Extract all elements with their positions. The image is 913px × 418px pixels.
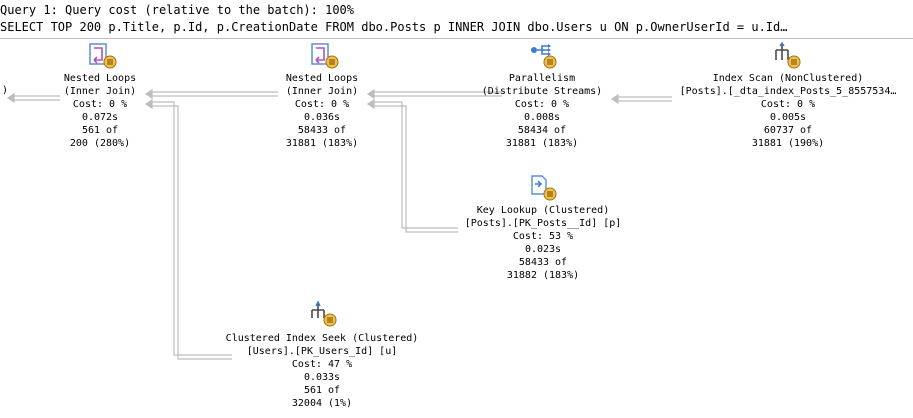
node-estimated-rows: 32004 (1%) — [291, 398, 353, 409]
plan-node-parallelism[interactable]: Parallelism (Distribute Streams) Cost: 0… — [472, 42, 612, 150]
node-cost: Cost: 0 % — [72, 99, 128, 110]
node-subtitle: [Posts].[_dta_index_Posts_5_8557534… — [679, 86, 897, 97]
node-time: 0.072s — [81, 112, 119, 123]
node-cost: Cost: 53 % — [512, 231, 574, 242]
clustered-index-seek-icon — [311, 300, 337, 327]
plan-node-nested-loops-2[interactable]: Nested Loops (Inner Join) Cost: 0 % 0.03… — [262, 42, 382, 150]
plan-node-clustered-index-seek[interactable]: Clustered Index Seek (Clustered) [Users]… — [212, 300, 432, 410]
node-name: Index Scan (NonClustered) — [712, 73, 864, 84]
node-actual-rows: 58433 of — [518, 257, 568, 268]
node-actual-rows: 58433 of — [297, 125, 347, 136]
node-time: 0.008s — [523, 112, 561, 123]
arrow-seek-to-nested-loops-1 — [144, 98, 232, 360]
node-name: Nested Loops — [285, 73, 359, 84]
query-cost-line: Query 1: Query cost (relative to the bat… — [0, 3, 355, 17]
arrow-parallelism-to-nested-loops-2 — [366, 88, 502, 100]
node-cost: Cost: 0 % — [294, 99, 350, 110]
parallelism-icon — [531, 44, 557, 69]
node-time: 0.033s — [303, 372, 341, 383]
arrow-index-scan-to-parallelism — [610, 93, 672, 105]
node-cost: Cost: 0 % — [514, 99, 570, 110]
node-cost: Cost: 0 % — [760, 99, 816, 110]
node-subtitle: [Users].[PK_Users_Id] [u] — [246, 346, 398, 357]
node-estimated-rows: 200 (280%) — [69, 138, 131, 149]
node-time: 0.023s — [524, 244, 562, 255]
plan-node-key-lookup[interactable]: Key Lookup (Clustered) [Posts].[PK_Posts… — [448, 174, 638, 282]
index-scan-icon — [775, 42, 801, 69]
node-estimated-rows: 31881 (183%) — [505, 138, 579, 149]
key-lookup-icon — [531, 175, 557, 201]
arrow-to-select — [6, 92, 60, 104]
node-subtitle: (Inner Join) — [285, 86, 359, 97]
node-time: 0.005s — [769, 112, 807, 123]
node-estimated-rows: 31882 (183%) — [506, 270, 580, 281]
plan-node-nested-loops-1[interactable]: Nested Loops (Inner Join) Cost: 0 % 0.07… — [40, 42, 160, 150]
node-name: Key Lookup (Clustered) — [476, 205, 610, 216]
node-name: Parallelism — [508, 73, 576, 84]
node-subtitle: (Inner Join) — [63, 86, 137, 97]
plan-node-index-scan[interactable]: Index Scan (NonClustered) [Posts].[_dta_… — [668, 42, 908, 150]
node-actual-rows: 561 of — [303, 385, 341, 396]
arrow-key-lookup-to-nested-loops-2 — [366, 98, 458, 233]
node-actual-rows: 58434 of — [517, 125, 567, 136]
node-time: 0.036s — [303, 112, 341, 123]
node-estimated-rows: 31881 (183%) — [285, 138, 359, 149]
arrow-nested-loops-2-to-1 — [144, 88, 278, 100]
node-name: Nested Loops — [63, 73, 137, 84]
select-node-fragment-text: ) — [1, 85, 9, 96]
node-actual-rows: 60737 of — [763, 125, 813, 136]
query-header: Query 1: Query cost (relative to the bat… — [0, 0, 913, 39]
node-actual-rows: 561 of — [81, 125, 119, 136]
nested-loops-icon — [89, 43, 117, 69]
nested-loops-icon — [311, 43, 339, 69]
node-cost: Cost: 47 % — [291, 359, 353, 370]
query-sql-line: SELECT TOP 200 p.Title, p.Id, p.Creation… — [0, 20, 788, 34]
node-subtitle: (Distribute Streams) — [481, 86, 603, 97]
select-node-fragment[interactable]: ) — [0, 84, 10, 97]
node-estimated-rows: 31881 (190%) — [751, 138, 825, 149]
node-subtitle: [Posts].[PK_Posts__Id] [p] — [464, 218, 622, 229]
node-name: Clustered Index Seek (Clustered) — [225, 333, 419, 344]
